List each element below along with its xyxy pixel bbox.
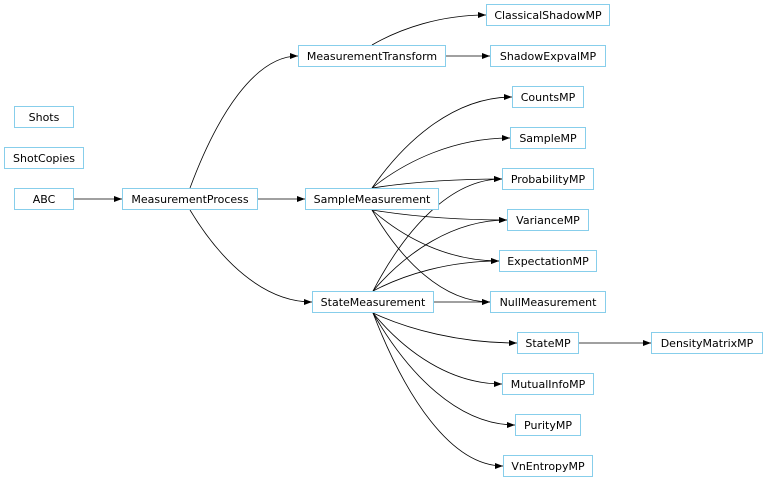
node-shadowexpvalmp[interactable]: ShadowExpvalMP <box>490 45 606 67</box>
node-abc[interactable]: ABC <box>14 188 74 210</box>
edge-samplemeasurement-to-nullmeasurement <box>371 209 491 305</box>
edge-statemeasurement-to-variancemp <box>372 217 508 292</box>
node-samplemeasurement[interactable]: SampleMeasurement <box>305 188 439 210</box>
node-measurementprocess[interactable]: MeasurementProcess <box>122 188 258 210</box>
node-vnentropymp[interactable]: VnEntropyMP <box>503 455 593 477</box>
edge-samplemeasurement-to-countsmp <box>371 94 513 189</box>
node-statemp[interactable]: StateMP <box>517 332 579 354</box>
edge-samplemeasurement-to-samplemp <box>371 135 511 189</box>
edge-measurementprocess-to-statemeasurement <box>189 209 313 305</box>
edge-statemeasurement-to-expectationmp <box>372 258 500 292</box>
edge-statemeasurement-to-probabilitymp <box>372 176 503 292</box>
edge-measurementtransform-to-classicalshadowmp <box>371 12 487 46</box>
edge-statemeasurement-to-mutualinfomp <box>372 312 503 387</box>
edge-statemeasurement-to-vnentropymp <box>372 312 504 469</box>
node-expectationmp[interactable]: ExpectationMP <box>499 250 597 272</box>
node-shotcopies[interactable]: ShotCopies <box>4 147 84 169</box>
edge-measurementprocess-to-measurementtransform <box>189 53 299 189</box>
node-puritymp[interactable]: PurityMP <box>515 414 581 436</box>
node-nullmeasurement[interactable]: NullMeasurement <box>490 291 606 313</box>
node-samplemp[interactable]: SampleMP <box>510 127 586 149</box>
edge-statemeasurement-to-puritymp <box>372 312 516 428</box>
node-variancemp[interactable]: VarianceMP <box>507 209 589 231</box>
edge-samplemeasurement-to-variancemp <box>371 209 508 223</box>
node-shots[interactable]: Shots <box>14 106 74 128</box>
node-densitymatrixmp[interactable]: DensityMatrixMP <box>651 332 763 354</box>
edge-samplemeasurement-to-probabilitymp <box>371 176 503 189</box>
node-measurementtransform[interactable]: MeasurementTransform <box>298 45 446 67</box>
node-countsmp[interactable]: CountsMP <box>512 86 584 108</box>
edge-statemeasurement-to-statemp <box>372 312 518 346</box>
node-mutualinfomp[interactable]: MutualInfoMP <box>502 373 594 395</box>
node-probabilitymp[interactable]: ProbabilityMP <box>502 168 594 190</box>
node-statemeasurement[interactable]: StateMeasurement <box>312 291 434 313</box>
edge-samplemeasurement-to-expectationmp <box>371 209 500 264</box>
node-classicalshadowmp[interactable]: ClassicalShadowMP <box>486 4 610 26</box>
